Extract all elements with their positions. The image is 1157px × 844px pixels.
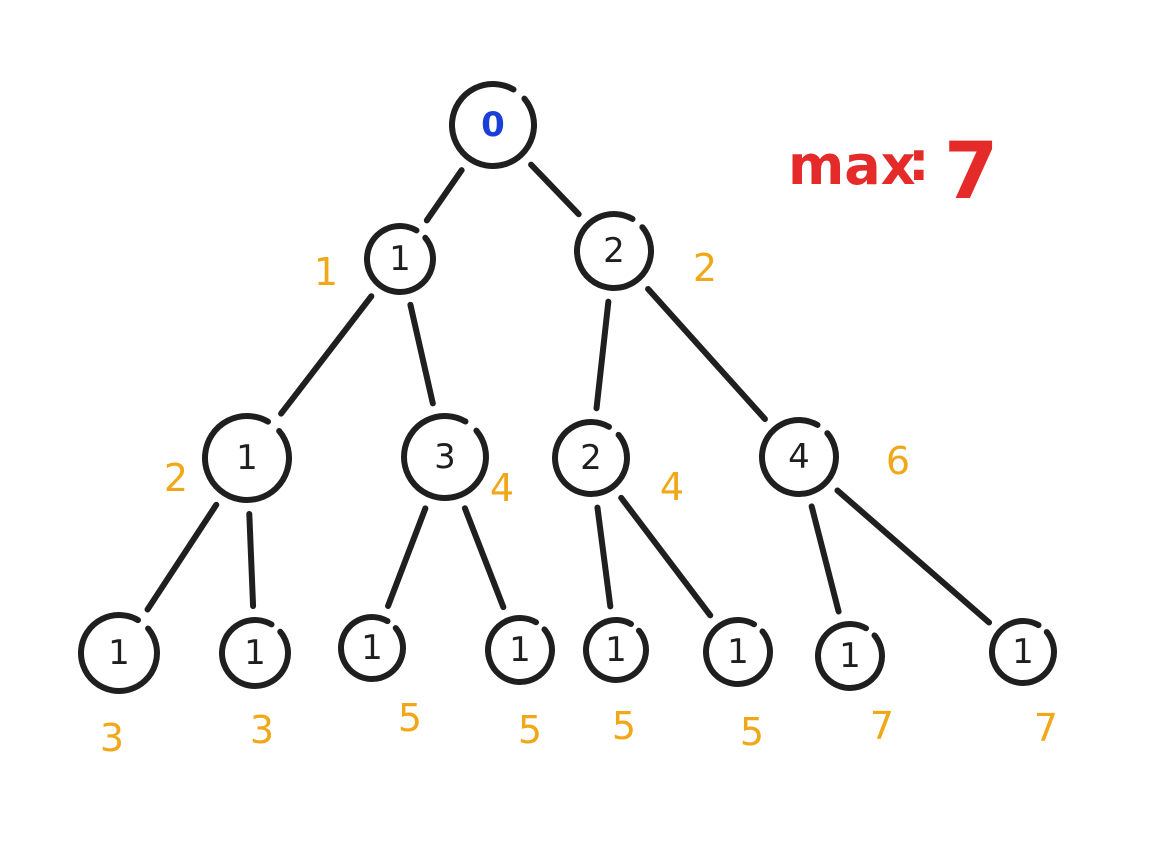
tree-node: 1	[815, 621, 885, 691]
node-circle	[401, 413, 489, 501]
tree-node: 1	[338, 614, 406, 682]
node-circle	[703, 617, 773, 687]
node-label: 1	[244, 633, 266, 673]
path-sum-label: 5	[612, 704, 636, 748]
tree-node: 1	[989, 618, 1057, 686]
node-circle	[574, 211, 654, 291]
max-separator: :	[908, 130, 930, 193]
tree-node: 1	[78, 612, 160, 694]
node-circle	[449, 81, 537, 169]
path-sum-label: 4	[660, 465, 684, 509]
node-circle	[759, 417, 839, 497]
edge-n2-n5	[593, 298, 612, 412]
max-annotation: max : 7	[788, 127, 998, 217]
node-label: 2	[580, 438, 602, 478]
node-circle	[364, 223, 436, 295]
node-label: 1	[839, 636, 861, 676]
edge-n5-n12	[618, 494, 714, 619]
edge-n4-n9	[385, 505, 429, 609]
path-sum-label: 4	[490, 466, 514, 510]
node-circle	[485, 615, 555, 685]
path-sum-label: 7	[1034, 706, 1058, 750]
edges-layer	[144, 161, 993, 626]
tree-node: 1	[583, 617, 649, 683]
node-label: 0	[481, 105, 505, 145]
path-sum-label: 2	[164, 456, 188, 500]
node-label: 3	[434, 437, 456, 477]
node-circle	[583, 617, 649, 683]
edge-n1-n3	[278, 293, 375, 417]
node-circle	[202, 413, 292, 503]
node-circle	[552, 419, 630, 497]
tree-node: 1	[364, 223, 436, 295]
edge-n0-n1	[423, 167, 465, 224]
path-sum-label: 3	[100, 716, 124, 760]
node-label: 1	[605, 630, 627, 670]
path-sum-label: 1	[314, 250, 338, 294]
node-circle	[338, 614, 406, 682]
edge-n4-n10	[461, 505, 507, 611]
node-label: 1	[236, 438, 258, 478]
path-sum-label: 2	[693, 246, 717, 290]
node-circle	[219, 617, 291, 689]
tree-node: 1	[202, 413, 292, 503]
edge-n6-n13	[808, 503, 842, 615]
edge-n5-n11	[594, 504, 614, 610]
node-circle	[815, 621, 885, 691]
tree-node: 2	[574, 211, 654, 291]
path-sum-label: 6	[886, 439, 910, 483]
node-label: 1	[389, 239, 411, 279]
max-label: max	[788, 134, 916, 197]
tree-node: 0	[449, 81, 537, 169]
node-circle	[78, 612, 160, 694]
path-sum-label: 7	[870, 704, 894, 748]
node-label: 1	[1012, 632, 1034, 672]
node-label: 1	[361, 628, 383, 668]
node-label: 1	[509, 630, 531, 670]
path-sum-label: 5	[398, 696, 422, 740]
node-label: 4	[788, 437, 810, 477]
edge-n1-n4	[407, 301, 436, 407]
node-label: 2	[603, 231, 625, 271]
edge-n3-n7	[144, 501, 220, 613]
node-label: 1	[108, 633, 130, 673]
node-label: 1	[727, 632, 749, 672]
path-sum-label: 3	[250, 708, 274, 752]
tree-node: 1	[485, 615, 555, 685]
node-circle	[989, 618, 1057, 686]
edge-n2-n6	[645, 285, 768, 423]
path-sum-label: 5	[518, 708, 542, 752]
path-sum-label: 5	[740, 710, 764, 754]
edge-n3-n8	[246, 510, 257, 610]
tree-node: 2	[552, 419, 630, 497]
sums-layer: 1 2 2 4 4 6 3 3 5 5 5 5 7 7	[100, 246, 1058, 760]
edge-n6-n14	[834, 487, 993, 626]
tree-node: 1	[703, 617, 773, 687]
tree-node: 3	[401, 413, 489, 501]
tree-node: 4	[759, 417, 839, 497]
max-value: 7	[944, 127, 998, 217]
nodes-layer: 0 1 2 1 3 2 4 1 1 1 1 1 1 1 1	[78, 81, 1057, 694]
tree-node: 1	[219, 617, 291, 689]
edge-n0-n2	[528, 161, 582, 218]
